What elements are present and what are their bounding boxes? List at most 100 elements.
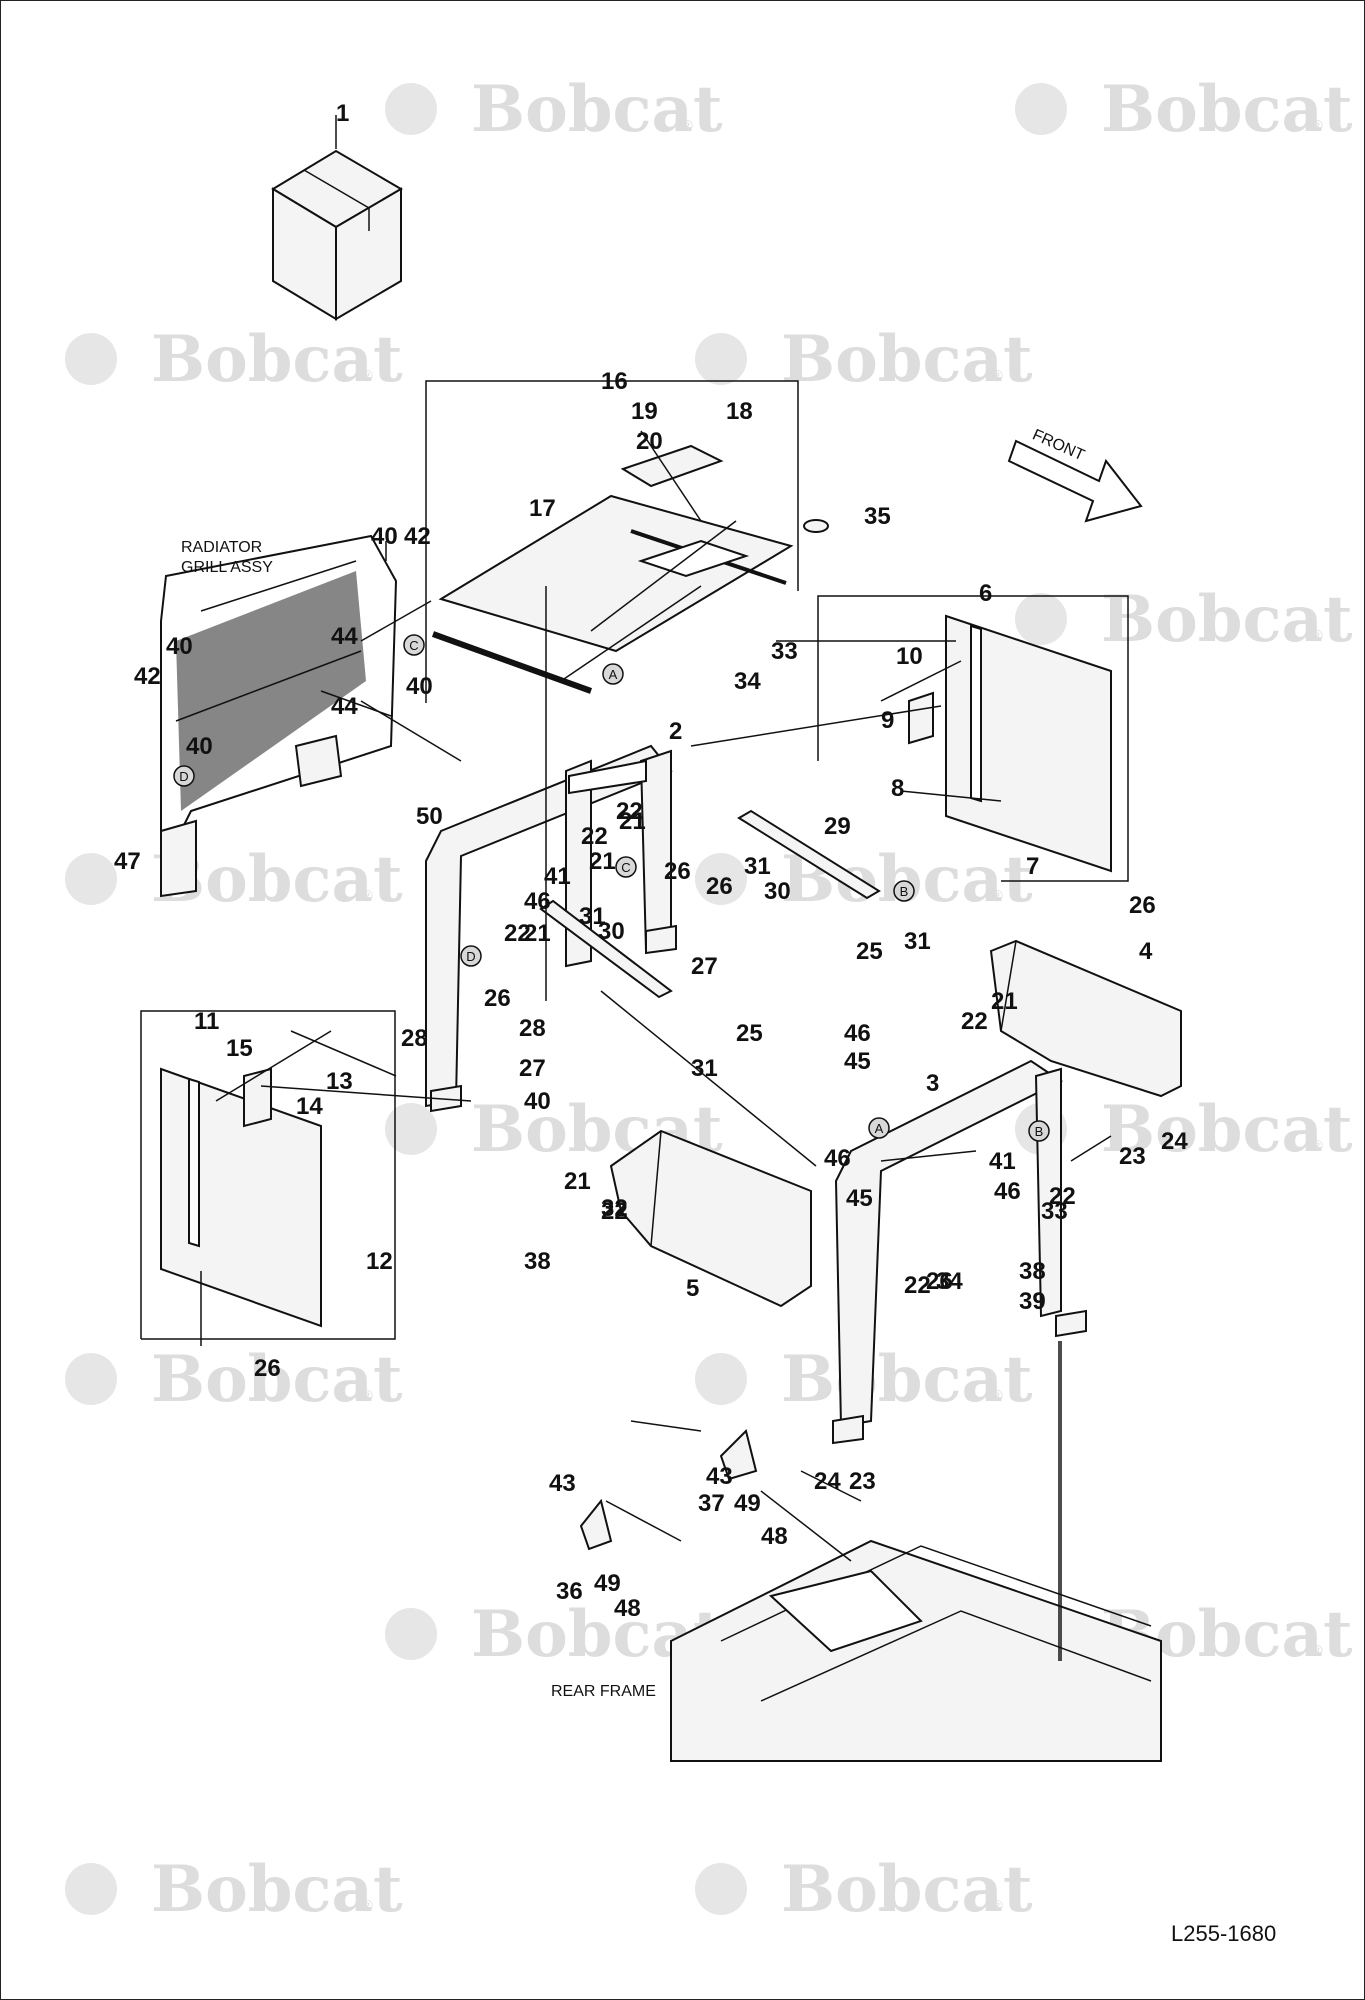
callout-40: 40 (186, 733, 213, 760)
callout-42: 42 (404, 523, 431, 550)
callout-45: 45 (844, 1048, 871, 1075)
brackets-36-37 (579, 1429, 758, 1551)
callout-41: 41 (989, 1148, 1016, 1175)
ref-letter: D (179, 769, 188, 784)
group-11-bracket (140, 1010, 396, 1340)
callout-47: 47 (114, 848, 141, 875)
callout-22: 22 (904, 1272, 931, 1299)
rear-frame-base (670, 1341, 1162, 1762)
callout-31: 31 (744, 853, 771, 880)
drawing-code: L255-1680 (1171, 1921, 1276, 1946)
callout-10: 10 (896, 643, 923, 670)
callout-39: 39 (1019, 1288, 1046, 1315)
ref-letter: A (875, 1121, 884, 1136)
rear-frame-label: REAR FRAME (551, 1683, 656, 1700)
callout-30: 30 (764, 878, 791, 905)
leader-line (590, 520, 737, 632)
callout-46: 46 (524, 888, 551, 915)
bobcat-watermark: Bobcat® (1015, 72, 1353, 147)
callout-40: 40 (166, 633, 193, 660)
callout-8: 8 (891, 775, 904, 802)
callout-25: 25 (736, 1020, 763, 1047)
callout-21: 21 (991, 988, 1018, 1015)
callout-49: 49 (594, 1570, 621, 1597)
watermark-text: Bobcat (1101, 1092, 1353, 1167)
callout-22: 22 (601, 1198, 628, 1225)
circled-ref-C: C (403, 634, 425, 656)
leader-line (360, 600, 432, 642)
leader-line (760, 1490, 852, 1562)
callout-6: 6 (979, 580, 992, 607)
callout-15: 15 (226, 1035, 253, 1062)
circled-ref-C: C (615, 856, 637, 878)
ref-letter: D (466, 949, 475, 964)
bobcat-logo-icon (1015, 593, 1067, 645)
callout-46: 46 (824, 1145, 851, 1172)
leader-line (560, 585, 702, 682)
bobcat-watermark: Bobcat® (65, 1342, 403, 1417)
circled-ref-B: B (1028, 1120, 1050, 1142)
callout-21: 21 (524, 920, 551, 947)
watermark-text: Bobcat (471, 72, 723, 147)
part-16-top-cover (431, 444, 829, 694)
callout-28: 28 (519, 1015, 546, 1042)
bobcat-watermark: Bobcat® (695, 322, 1033, 397)
part-4-side-panel (989, 939, 1182, 1098)
bobcat-logo-icon (65, 1863, 117, 1915)
callout-40: 40 (371, 523, 398, 550)
circled-ref-A: A (602, 663, 624, 685)
callout-43: 43 (706, 1463, 733, 1490)
bobcat-watermark: Bobcat® (385, 72, 723, 147)
callout-24: 24 (1161, 1128, 1188, 1155)
bobcat-watermark: Bobcat® (1015, 582, 1353, 657)
bobcat-logo-icon (695, 853, 747, 905)
callout-1: 1 (336, 100, 349, 127)
callout-26: 26 (484, 985, 511, 1012)
callout-23: 23 (1119, 1143, 1146, 1170)
watermark-registered-mark: ® (681, 118, 693, 135)
radiator-grill-assembly (160, 534, 398, 898)
leader-line (290, 1030, 397, 1077)
watermark-text: Bobcat (781, 322, 1033, 397)
callout-13: 13 (326, 1068, 353, 1095)
callout-11: 11 (194, 1008, 219, 1035)
callout-17: 17 (529, 495, 556, 522)
bobcat-watermark: Bobcat® (695, 1342, 1033, 1417)
callout-49: 49 (734, 1490, 761, 1517)
callout-14: 14 (296, 1093, 323, 1120)
watermark-text: Bobcat (1101, 72, 1353, 147)
callout-34: 34 (936, 1268, 963, 1295)
bobcat-logo-icon (1015, 83, 1067, 135)
watermark-text: Bobcat (151, 322, 403, 397)
callout-42: 42 (134, 663, 161, 690)
callout-40: 40 (524, 1088, 551, 1115)
callout-4: 4 (1139, 938, 1153, 965)
watermark-registered-mark: ® (361, 888, 373, 905)
watermark-registered-mark: ® (991, 1898, 1003, 1915)
callout-16: 16 (601, 368, 628, 395)
callout-38: 38 (524, 1248, 551, 1275)
watermark-registered-mark: ® (1311, 1643, 1323, 1660)
watermark-text: Bobcat (781, 1852, 1033, 1927)
leader-line (605, 1500, 682, 1542)
bobcat-watermark: Bobcat® (65, 322, 403, 397)
callout-18: 18 (726, 398, 753, 425)
callout-9: 9 (881, 707, 894, 734)
ref-letter: B (900, 884, 909, 899)
callout-44: 44 (331, 623, 358, 650)
watermark-text: Bobcat (1101, 582, 1353, 657)
callout-2: 2 (669, 718, 682, 745)
ref-circle (1028, 1120, 1050, 1142)
callout-28: 28 (401, 1025, 428, 1052)
callout-22: 22 (504, 920, 531, 947)
callout-37: 37 (698, 1490, 725, 1517)
watermark-registered-mark: ® (361, 368, 373, 385)
bobcat-logo-icon (695, 1353, 747, 1405)
circled-ref-D: D (173, 765, 195, 787)
leader-line (640, 430, 702, 522)
leader-line (880, 1150, 977, 1162)
callout-22: 22 (581, 823, 608, 850)
leader-line (600, 990, 817, 1167)
circled-ref-A: A (868, 1117, 890, 1139)
part-1-kit-box (271, 115, 403, 321)
